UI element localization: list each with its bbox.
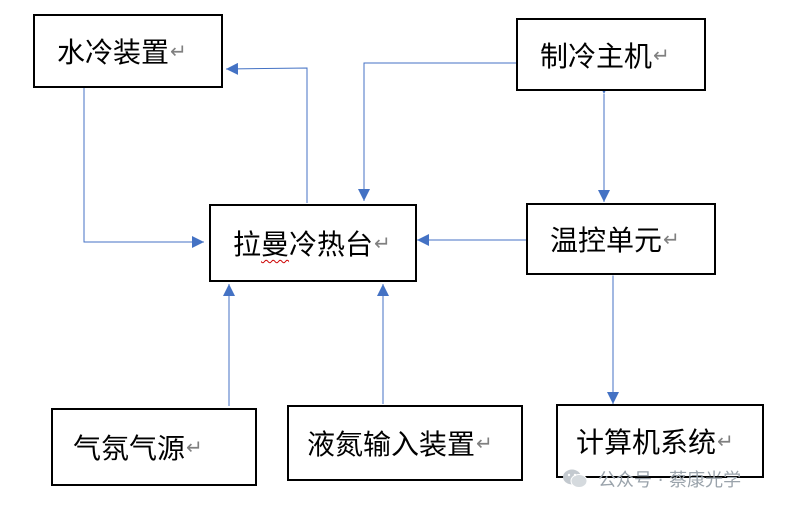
node-water-cooling: 水冷装置↵ xyxy=(33,14,223,88)
node-refrigerator-label: 制冷主机 xyxy=(540,39,653,73)
node-computer: 计算机系统↵ xyxy=(556,404,764,478)
node-computer-label: 计算机系统 xyxy=(576,426,717,459)
node-raman-stage-label-c: 冷热台 xyxy=(289,228,374,261)
watermark: 公众号 · 蔡康光学 xyxy=(562,466,741,492)
node-water-cooling-label: 水冷装置 xyxy=(57,36,170,69)
paragraph-mark-icon: ↵ xyxy=(663,227,680,251)
node-gas-source-label: 气氛气源 xyxy=(73,432,186,465)
edge-refrigerator-to-stage xyxy=(358,62,516,201)
node-ln2-input: 液氮输入装置↵ xyxy=(287,405,523,481)
paragraph-mark-icon: ↵ xyxy=(717,429,734,453)
node-ln2-input-label: 液氮输入装置 xyxy=(307,428,476,461)
node-raman-stage-label-b: 曼 xyxy=(261,228,290,261)
node-temp-control-label: 温控单元 xyxy=(550,224,663,257)
node-raman-stage: 拉曼冷热台↵ xyxy=(209,204,417,282)
node-temp-control: 温控单元↵ xyxy=(526,203,716,275)
edge-stage-to-water-cooling xyxy=(225,62,308,203)
paragraph-mark-icon: ↵ xyxy=(653,42,670,67)
paragraph-mark-icon: ↵ xyxy=(374,231,391,255)
paragraph-mark-icon: ↵ xyxy=(476,431,493,455)
node-gas-source: 气氛气源↵ xyxy=(51,408,257,486)
wechat-icon xyxy=(563,469,588,488)
node-refrigerator: 制冷主机↵ xyxy=(516,18,706,91)
node-raman-stage-label-a: 拉 xyxy=(233,228,262,261)
paragraph-mark-icon: ↵ xyxy=(170,39,187,63)
paragraph-mark-icon: ↵ xyxy=(186,435,203,459)
watermark-text: 公众号 · 蔡康光学 xyxy=(598,470,742,491)
edge-water-cooling-to-stage xyxy=(83,88,204,248)
